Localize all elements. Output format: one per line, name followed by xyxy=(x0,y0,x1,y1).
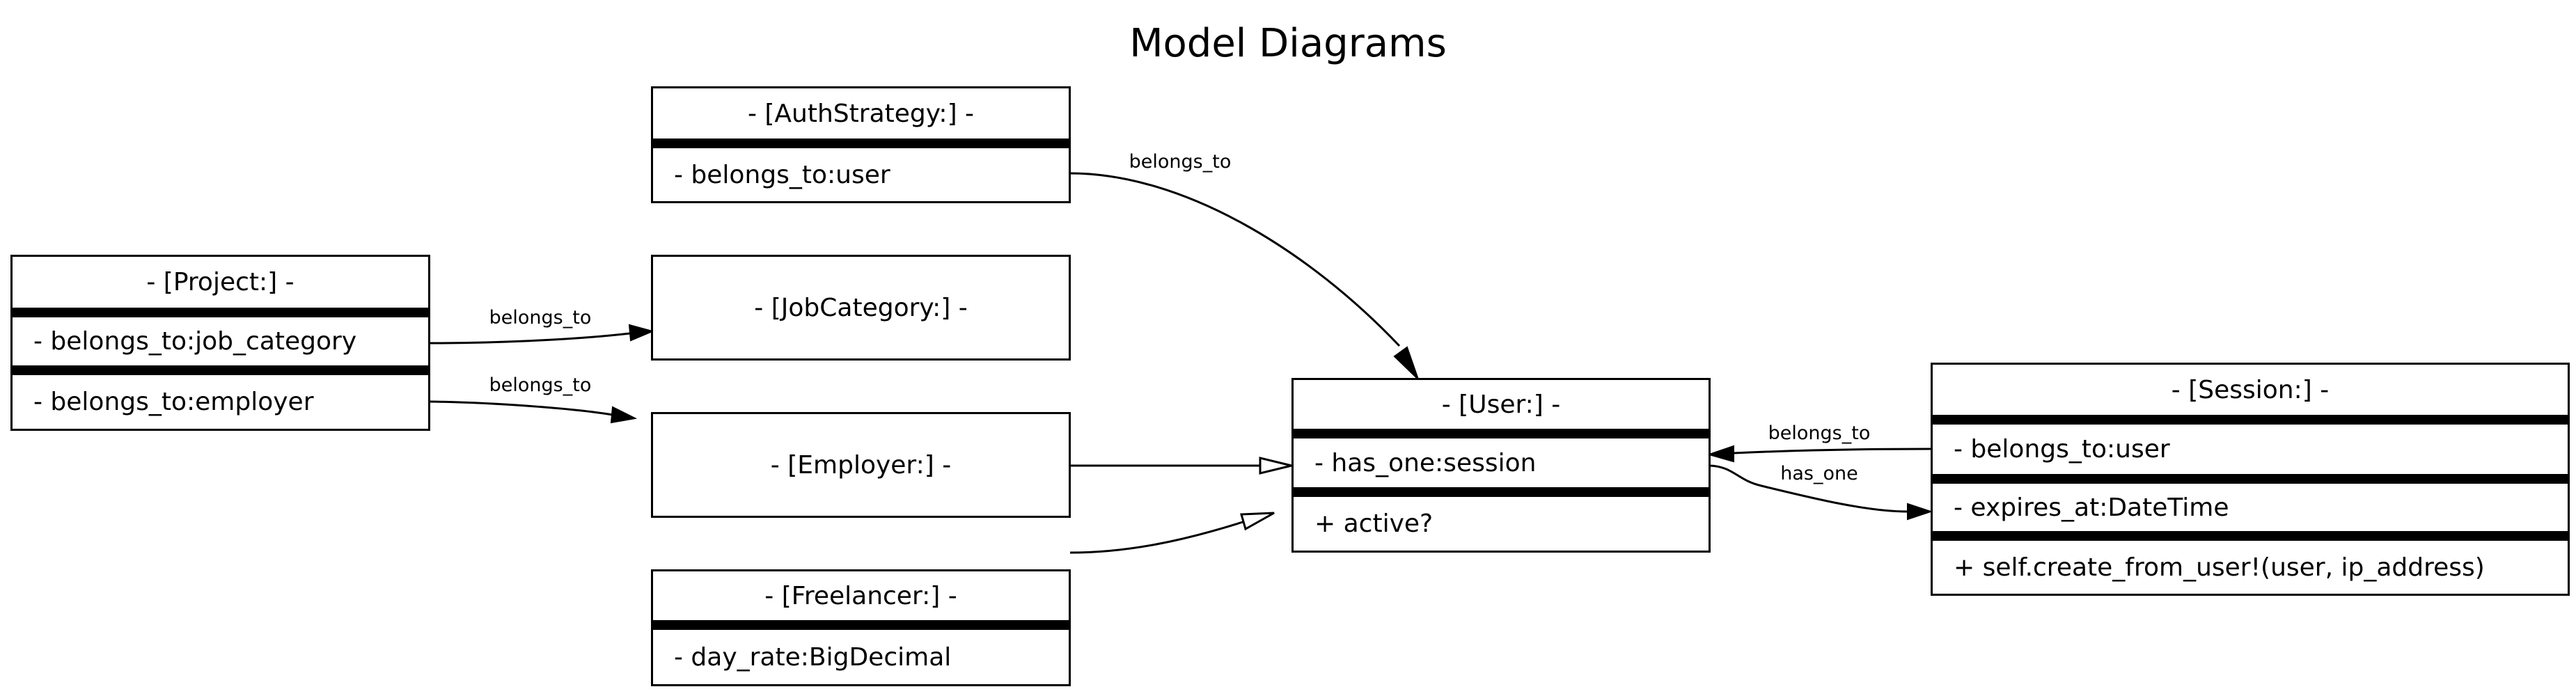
edge-label-project-jobcategory: belongs_to xyxy=(489,307,592,329)
diagram-title: Model Diagrams xyxy=(1129,21,1447,66)
edge-label-project-employer: belongs_to xyxy=(489,374,592,396)
edge-session-to-user-arrowhead xyxy=(1706,445,1734,463)
freelancer-node-divider xyxy=(653,620,1069,630)
session-attr-expires-at: - expires_at:DateTime xyxy=(1954,493,2229,522)
project-attr-belongs-to-employer: - belongs_to:employer xyxy=(33,388,314,416)
user-node-title: - [User:] - xyxy=(1441,390,1561,419)
edge-auth-to-user-arrowhead xyxy=(1393,346,1419,380)
authstrategy-node-title: - [AuthStrategy:] - xyxy=(747,99,975,128)
session-node-divider-3 xyxy=(1933,531,2568,541)
jobcategory-node[interactable]: - [JobCategory:] - xyxy=(651,255,1071,361)
edge-auth-to-user xyxy=(1069,172,1401,347)
session-node-divider-2 xyxy=(1933,474,2568,484)
edge-session-to-user xyxy=(1733,448,1931,454)
freelancer-attr-day-rate: - day_rate:BigDecimal xyxy=(674,642,952,672)
project-node-divider-1 xyxy=(13,308,428,317)
edge-employer-to-user-arrowhead xyxy=(1259,457,1292,475)
session-node-title: - [Session:] - xyxy=(2171,375,2330,404)
user-method-active: + active? xyxy=(1314,509,1434,538)
employer-node-title: - [Employer:] - xyxy=(770,450,952,480)
authstrategy-attr-belongs-to-user: - belongs_to:user xyxy=(674,160,890,189)
user-node-divider-2 xyxy=(1294,487,1709,497)
edge-freelancer-to-user-arrowhead xyxy=(1240,512,1275,531)
edge-project-to-jobcategory xyxy=(429,332,631,345)
freelancer-node-title: - [Freelancer:] - xyxy=(764,581,957,610)
edge-project-to-employer xyxy=(429,400,613,416)
user-attr-has-one-session: - has_one:session xyxy=(1314,448,1537,477)
session-attr-belongs-to-user: - belongs_to:user xyxy=(1954,435,2170,464)
edge-label-auth-user: belongs_to xyxy=(1129,151,1232,173)
edge-user-to-session xyxy=(1709,464,1908,513)
session-node-divider-1 xyxy=(1933,415,2568,425)
employer-node[interactable]: - [Employer:] - xyxy=(651,412,1071,518)
user-node[interactable]: - [User:] - - has_one:session + active? xyxy=(1291,378,1711,553)
user-node-divider-1 xyxy=(1294,429,1709,438)
jobcategory-node-title: - [JobCategory:] - xyxy=(754,293,968,322)
project-node-divider-2 xyxy=(13,365,428,375)
edge-project-to-employer-arrowhead xyxy=(610,406,638,424)
edge-project-to-jobcategory-arrowhead xyxy=(628,324,655,342)
project-node-title: - [Project:] - xyxy=(146,268,294,296)
authstrategy-node[interactable]: - [AuthStrategy:] - - belongs_to:user xyxy=(651,86,1071,203)
project-attr-belongs-to-job-category: - belongs_to:job_category xyxy=(33,327,357,356)
edge-label-session-user: belongs_to xyxy=(1768,422,1871,444)
edge-label-user-session: has_one xyxy=(1780,463,1858,484)
edge-freelancer-to-user xyxy=(1069,521,1243,554)
session-method-create-from-user: + self.create_from_user!(user, ip_addres… xyxy=(1954,553,2485,582)
session-node[interactable]: - [Session:] - - belongs_to:user - expir… xyxy=(1931,363,2570,596)
project-node[interactable]: - [Project:] - - belongs_to:job_category… xyxy=(10,255,430,431)
authstrategy-node-divider xyxy=(653,139,1069,148)
edge-user-to-session-arrowhead xyxy=(1907,503,1933,521)
freelancer-node[interactable]: - [Freelancer:] - - day_rate:BigDecimal xyxy=(651,569,1071,686)
